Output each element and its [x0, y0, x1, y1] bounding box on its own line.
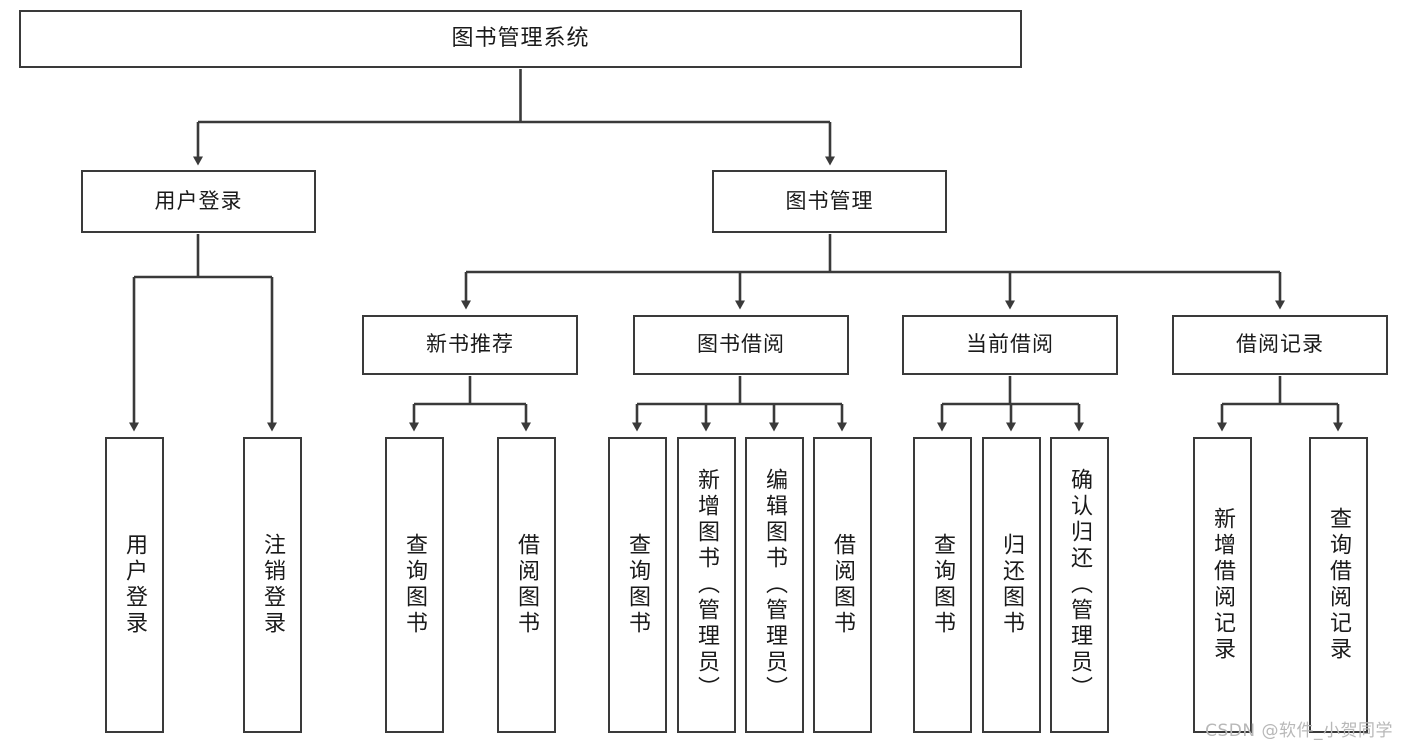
node-label: 用户登录 [154, 188, 243, 213]
node-label: 新书推荐 [426, 332, 514, 357]
node-leaf-query-borrow-record[interactable]: 查询借阅记录 [1309, 437, 1368, 733]
node-label: 新增借阅记录 [1210, 507, 1236, 663]
node-label: 图书管理 [785, 188, 874, 213]
node-label: 新增图书（管理员） [694, 468, 720, 702]
node-leaf-edit-book-admin[interactable]: 编辑图书（管理员） [745, 437, 804, 733]
node-label: 当前借阅 [966, 332, 1054, 357]
node-leaf-query-book-current[interactable]: 查询图书 [913, 437, 972, 733]
node-leaf-borrow-book[interactable]: 借阅图书 [813, 437, 872, 733]
node-label: 查询借阅记录 [1326, 507, 1352, 663]
node-leaf-query-book-recommend[interactable]: 查询图书 [385, 437, 444, 733]
node-leaf-borrow-book-recommend[interactable]: 借阅图书 [497, 437, 556, 733]
node-root-system[interactable]: 图书管理系统 [19, 10, 1022, 68]
node-label: 借阅记录 [1236, 332, 1324, 357]
node-leaf-add-book-admin[interactable]: 新增图书（管理员） [677, 437, 736, 733]
node-leaf-confirm-return-admin[interactable]: 确认归还（管理员） [1050, 437, 1109, 733]
node-label: 借阅图书 [514, 533, 540, 637]
node-new-book-recommend[interactable]: 新书推荐 [362, 315, 578, 375]
node-label: 借阅图书 [830, 533, 856, 637]
node-leaf-user-login[interactable]: 用户登录 [105, 437, 164, 733]
node-user-login[interactable]: 用户登录 [81, 170, 316, 233]
node-label: 注销登录 [260, 533, 286, 637]
node-label: 查询图书 [402, 533, 428, 637]
node-current-borrow[interactable]: 当前借阅 [902, 315, 1118, 375]
node-borrow-record[interactable]: 借阅记录 [1172, 315, 1388, 375]
node-book-borrow[interactable]: 图书借阅 [633, 315, 849, 375]
node-label: 查询图书 [930, 533, 956, 637]
node-leaf-logout[interactable]: 注销登录 [243, 437, 302, 733]
node-book-management[interactable]: 图书管理 [712, 170, 947, 233]
node-label: 图书借阅 [697, 332, 785, 357]
node-label: 确认归还（管理员） [1067, 468, 1093, 702]
node-label: 归还图书 [999, 533, 1025, 637]
node-leaf-return-book[interactable]: 归还图书 [982, 437, 1041, 733]
node-label: 图书管理系统 [451, 25, 590, 51]
watermark: CSDN @软件_小贺同学 [1205, 721, 1393, 741]
node-leaf-add-borrow-record[interactable]: 新增借阅记录 [1193, 437, 1252, 733]
node-label: 编辑图书（管理员） [762, 468, 788, 702]
node-label: 查询图书 [625, 533, 651, 637]
node-label: 用户登录 [122, 533, 148, 637]
node-leaf-query-book-borrow[interactable]: 查询图书 [608, 437, 667, 733]
